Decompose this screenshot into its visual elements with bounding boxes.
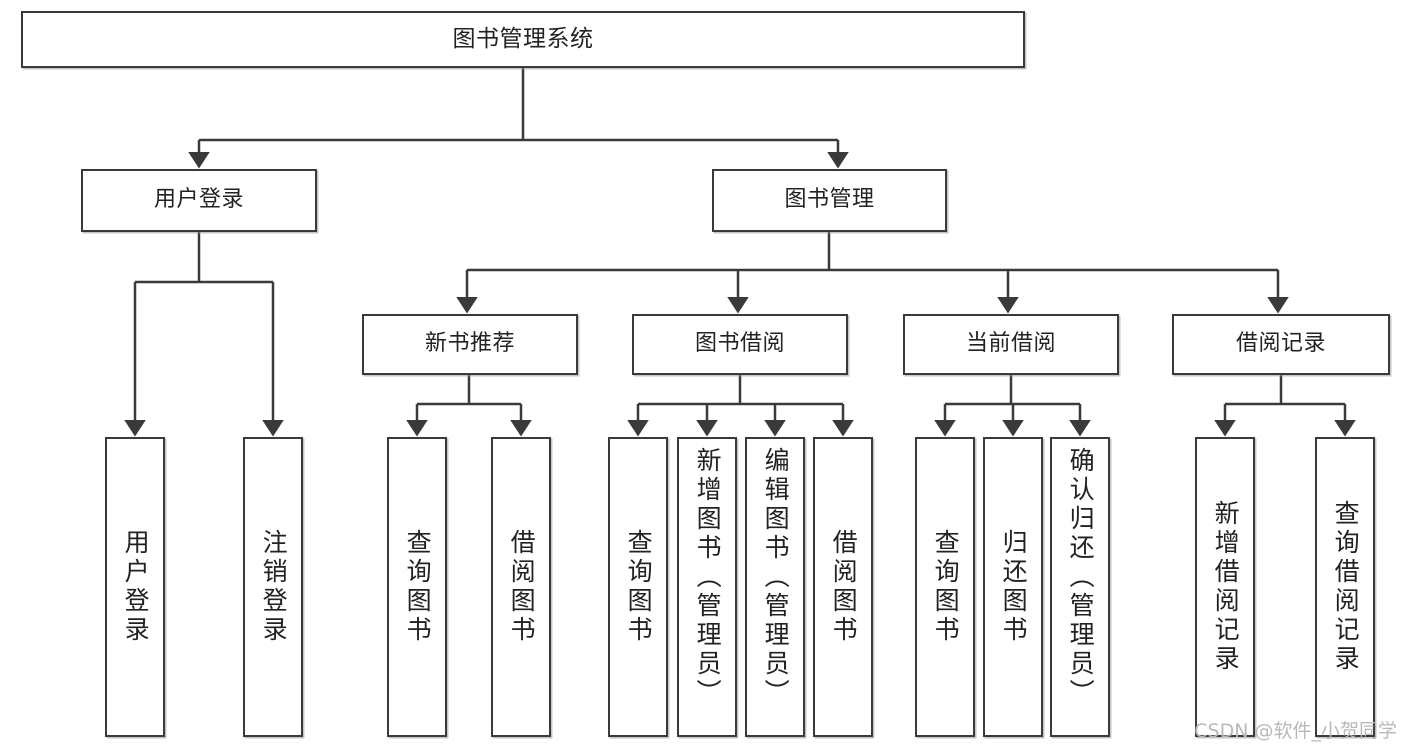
node-edit-book[interactable]: 编辑图书（管理员） [745, 437, 805, 737]
node-query-book-3[interactable]: 查询图书 [915, 437, 975, 737]
node-query-book-1[interactable]: 查询图书 [387, 437, 447, 737]
node-label: 编辑图书（管理员） [761, 447, 791, 708]
node-label: 用户登录 [153, 187, 244, 213]
node-book-manage[interactable]: 图书管理 [712, 169, 947, 232]
node-add-book[interactable]: 新增图书（管理员） [677, 437, 737, 737]
node-borrow-record[interactable]: 借阅记录 [1172, 314, 1390, 375]
node-new-book-recommend[interactable]: 新书推荐 [362, 314, 578, 375]
node-add-borrow-record[interactable]: 新增借阅记录 [1195, 437, 1255, 737]
node-query-book-2[interactable]: 查询图书 [608, 437, 668, 737]
node-label: 借阅记录 [1235, 331, 1326, 357]
node-user-logout-action[interactable]: 注销登录 [243, 437, 303, 737]
node-borrow-book-1[interactable]: 借阅图书 [491, 437, 551, 737]
node-label: 图书借阅 [694, 331, 785, 357]
node-book-borrow[interactable]: 图书借阅 [632, 314, 848, 375]
node-label: 查询图书 [403, 529, 433, 645]
node-label: 归还图书 [999, 529, 1029, 645]
node-confirm-return[interactable]: 确认归还（管理员） [1050, 437, 1110, 737]
node-label: 查询借阅记录 [1331, 500, 1361, 674]
node-label: 当前借阅 [965, 331, 1056, 357]
node-query-borrow-record[interactable]: 查询借阅记录 [1315, 437, 1375, 737]
node-label: 确认归还（管理员） [1066, 447, 1096, 708]
node-label: 注销登录 [259, 529, 289, 645]
node-user-login[interactable]: 用户登录 [81, 169, 317, 232]
node-borrow-book-2[interactable]: 借阅图书 [813, 437, 873, 737]
node-label: 图书管理 [784, 187, 875, 213]
node-label: 新增借阅记录 [1211, 500, 1241, 674]
node-label: 图书管理系统 [452, 26, 594, 53]
node-label: 查询图书 [624, 529, 654, 645]
node-return-book[interactable]: 归还图书 [983, 437, 1043, 737]
csdn-watermark: CSDN @软件_小贺同学 [1194, 720, 1397, 742]
node-label: 借阅图书 [829, 529, 859, 645]
node-label: 用户登录 [121, 529, 151, 645]
node-user-login-action[interactable]: 用户登录 [105, 437, 165, 737]
node-label: 新增图书（管理员） [693, 447, 723, 708]
node-label: 新书推荐 [424, 331, 515, 357]
node-current-borrow[interactable]: 当前借阅 [903, 314, 1119, 375]
node-label: 借阅图书 [507, 529, 537, 645]
node-root-book-management-system[interactable]: 图书管理系统 [21, 11, 1025, 68]
node-label: 查询图书 [931, 529, 961, 645]
